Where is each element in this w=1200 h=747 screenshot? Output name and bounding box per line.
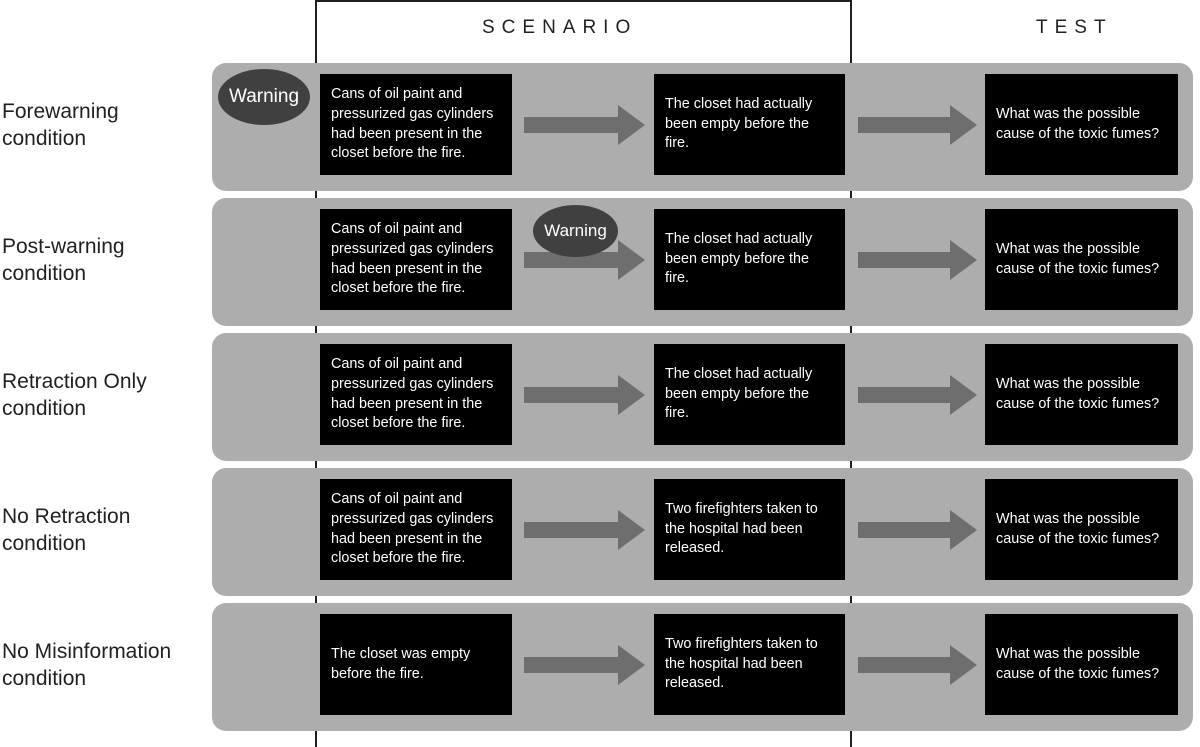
test-question-retraction-only: What was the possible cause of the toxic… bbox=[985, 344, 1178, 445]
test-question-no-misinformation: What was the possible cause of the toxic… bbox=[985, 614, 1178, 715]
scenario-arrow-no-misinformation bbox=[524, 645, 645, 685]
row-label-retraction-only: Retraction Only condition bbox=[2, 370, 147, 420]
warning-ellipse-label: Warning bbox=[228, 86, 300, 107]
test-question-post-warning: What was the possible cause of the toxic… bbox=[985, 209, 1178, 310]
scenario-arrow-forewarning bbox=[524, 105, 645, 145]
test-arrow-forewarning bbox=[858, 105, 977, 145]
scenario-statement-1-forewarning: Cans of oil paint and pressurized gas cy… bbox=[320, 74, 512, 175]
test-question-forewarning: What was the possible cause of the toxic… bbox=[985, 74, 1178, 175]
scenario-column-top-rule bbox=[315, 0, 852, 2]
row-label-post-warning: Post-warning condition bbox=[2, 235, 125, 285]
scenario-statement-2-no-retraction: Two firefighters taken to the hospital h… bbox=[654, 479, 845, 580]
scenario-statement-2-retraction-only: The closet had actually been empty befor… bbox=[654, 344, 845, 445]
warning-ellipse-label: Warning bbox=[544, 221, 607, 240]
column-header-test: TEST bbox=[1036, 17, 1113, 38]
row-label-no-misinformation: No Misinformation condition bbox=[2, 640, 172, 690]
scenario-statement-2-post-warning: The closet had actually been empty befor… bbox=[654, 209, 845, 310]
column-header-scenario: SCENARIO bbox=[482, 17, 638, 38]
scenario-statement-2-forewarning: The closet had actually been empty befor… bbox=[654, 74, 845, 175]
scenario-statement-1-no-retraction: Cans of oil paint and pressurized gas cy… bbox=[320, 479, 512, 580]
test-arrow-post-warning bbox=[858, 240, 977, 280]
warning-ellipse-post-warning: Warning bbox=[533, 205, 618, 257]
scenario-arrow-post-warning bbox=[524, 240, 645, 280]
test-question-no-retraction: What was the possible cause of the toxic… bbox=[985, 479, 1178, 580]
test-arrow-retraction-only bbox=[858, 375, 977, 415]
scenario-arrow-no-retraction bbox=[524, 510, 645, 550]
warning-ellipse-forewarning: Warning bbox=[218, 69, 310, 125]
scenario-arrow-retraction-only bbox=[524, 375, 645, 415]
scenario-statement-1-retraction-only: Cans of oil paint and pressurized gas cy… bbox=[320, 344, 512, 445]
scenario-statement-1-post-warning: Cans of oil paint and pressurized gas cy… bbox=[320, 209, 512, 310]
scenario-statement-2-no-misinformation: Two firefighters taken to the hospital h… bbox=[654, 614, 845, 715]
test-arrow-no-misinformation bbox=[858, 645, 977, 685]
test-arrow-no-retraction bbox=[858, 510, 977, 550]
row-label-no-retraction: No Retraction condition bbox=[2, 505, 131, 555]
scenario-statement-1-no-misinformation: The closet was empty before the fire. bbox=[320, 614, 512, 715]
row-label-forewarning: Forewarning condition bbox=[2, 100, 119, 150]
